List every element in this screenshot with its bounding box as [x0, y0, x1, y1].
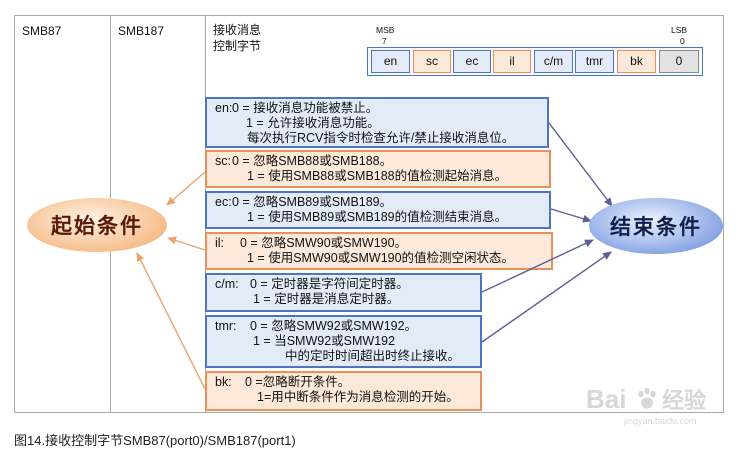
- desc-line: 1 = 使用SMB88或SMB188的值检测起始消息。: [247, 169, 508, 183]
- end-condition-label: 结束条件: [610, 216, 702, 239]
- lsb-label: LSB: [671, 25, 688, 35]
- bit-cell-en: en: [371, 50, 410, 73]
- header-smb87: SMB87: [22, 24, 62, 38]
- desc-line: 0 =忽略断开条件。: [245, 375, 351, 389]
- desc-box-bk: bk: 0 =忽略断开条件。 1=用中断条件作为消息检测的开始。: [205, 371, 482, 411]
- bit-cell-ec: ec: [453, 50, 491, 73]
- desc-line: 0 = 忽略SMW90或SMW190。: [240, 236, 408, 250]
- bit-cell-il: il: [493, 50, 531, 73]
- watermark-brand-cn: 经验: [662, 388, 707, 413]
- watermark-brand-latin: Bai: [586, 384, 627, 414]
- header-title-line1: 接收消息: [213, 23, 262, 37]
- desc-key: sc:: [215, 154, 231, 168]
- msb-label: MSB: [376, 25, 395, 35]
- watermark: Bai 经验 jingyan.baidu.com: [584, 382, 724, 428]
- desc-key: il:: [215, 236, 225, 250]
- desc-line: 0 = 接收消息功能被禁止。: [232, 101, 379, 115]
- desc-line: 0 = 忽略SMB88或SMB188。: [232, 154, 393, 168]
- register-table: [14, 15, 724, 413]
- desc-box-cm: c/m: 0 = 定时器是字符间定时器。 1 = 定时器是消息定时器。: [205, 273, 482, 312]
- desc-box-sc: sc: 0 = 忽略SMB88或SMB188。 1 = 使用SMB88或SMB1…: [205, 150, 551, 188]
- header-smb187: SMB187: [118, 24, 165, 38]
- lsb-index: 0: [680, 36, 685, 46]
- desc-line: 1 = 使用SMW90或SMW190的值检测空闲状态。: [247, 251, 515, 265]
- bit-cell-tmr: tmr: [575, 50, 614, 73]
- watermark-url: jingyan.baidu.com: [624, 416, 697, 426]
- desc-key: bk:: [215, 375, 232, 389]
- figure-caption: 图14.接收控制字节SMB87(port0)/SMB187(port1): [14, 433, 296, 448]
- desc-line: 1 = 当SMW92或SMW192: [253, 334, 396, 348]
- desc-line: 1 = 允许接收消息功能。: [246, 116, 380, 130]
- bit-cell-cm: c/m: [534, 50, 573, 73]
- desc-key: c/m:: [215, 277, 239, 291]
- desc-box-il: il: 0 = 忽略SMW90或SMW190。 1 = 使用SMW90或SMW1…: [205, 232, 553, 270]
- desc-key: en:: [215, 101, 233, 115]
- desc-box-ec: ec: 0 = 忽略SMB89或SMB189。 1 = 使用SMB89或SMB1…: [205, 191, 551, 229]
- start-condition-label: 起始条件: [51, 215, 143, 238]
- desc-key: tmr:: [215, 319, 237, 333]
- desc-box-en: en: 0 = 接收消息功能被禁止。 1 = 允许接收消息功能。 每次执行RCV…: [205, 97, 549, 148]
- paw-icon: [636, 387, 658, 411]
- desc-line: 1 = 定时器是消息定时器。: [253, 292, 400, 306]
- desc-box-tmr: tmr: 0 = 忽略SMW92或SMW192。 1 = 当SMW92或SMW1…: [205, 315, 482, 368]
- desc-line: 1 = 使用SMB89或SMB189的值检测结束消息。: [247, 210, 508, 224]
- bit-cell-sc: sc: [413, 50, 451, 73]
- header-title-line2: 控制字节: [213, 39, 262, 53]
- bit-cell-bk: bk: [617, 50, 656, 73]
- desc-key: ec:: [215, 195, 232, 209]
- desc-line: 0 = 忽略SMW92或SMW192。: [250, 319, 418, 333]
- start-condition-ellipse: 起始条件: [27, 198, 167, 252]
- desc-line: 0 = 定时器是字符间定时器。: [250, 277, 409, 291]
- msb-index: 7: [382, 36, 387, 46]
- desc-line: 每次执行RCV指令时检查允许/禁止接收消息位。: [247, 131, 515, 145]
- end-condition-ellipse: 结束条件: [589, 198, 723, 254]
- desc-line: 中的定时时间超出时终止接收。: [285, 349, 461, 363]
- desc-line: 0 = 忽略SMB89或SMB189。: [232, 195, 393, 209]
- desc-line: 1=用中断条件作为消息检测的开始。: [257, 390, 459, 404]
- bit-cell-reserved: 0: [659, 50, 699, 73]
